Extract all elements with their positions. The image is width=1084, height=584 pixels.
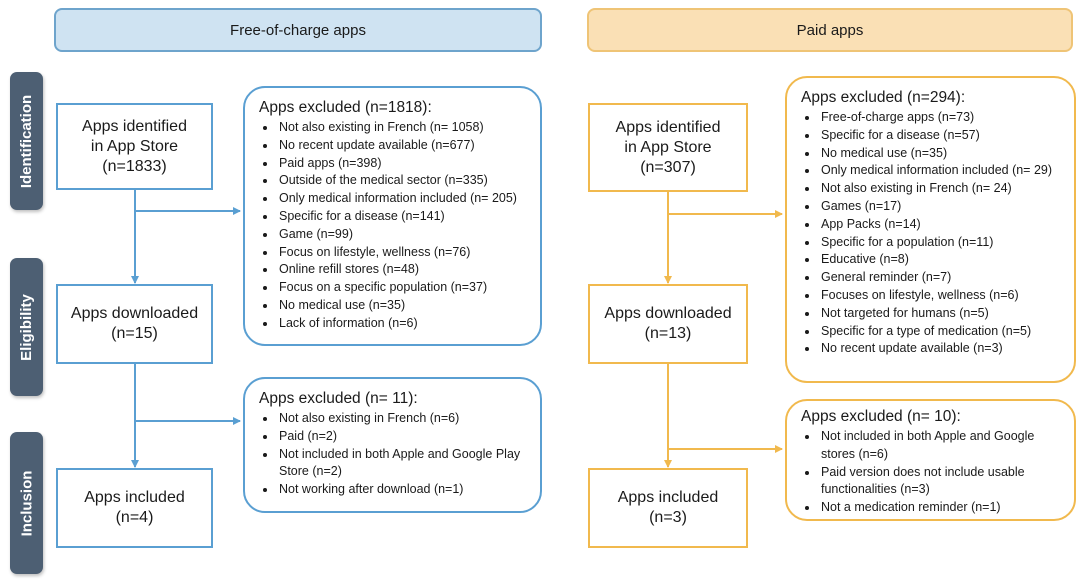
free-downloaded-line1: Apps downloaded	[70, 305, 199, 322]
free-downloaded-box: Apps downloaded (n=15)	[56, 284, 213, 364]
list-item: Paid apps (n=398)	[277, 155, 528, 173]
list-item: App Packs (n=14)	[819, 216, 1062, 234]
list-item: Games (n=17)	[819, 198, 1062, 216]
free-downloaded-count: (n=15)	[111, 325, 158, 342]
free-excluded2-list: Not also existing in French (n=6) Paid (…	[259, 410, 528, 499]
free-excluded-eligibility-box: Apps excluded (n= 11): Not also existing…	[243, 377, 542, 513]
paid-identified-line2: in App Store	[624, 138, 712, 156]
phase-eligibility: Eligibility	[10, 258, 43, 396]
list-item: Not also existing in French (n= 1058)	[277, 119, 528, 137]
phase-inclusion: Inclusion	[10, 432, 43, 574]
list-item: General reminder (n=7)	[819, 269, 1062, 287]
paid-included-line1: Apps included	[617, 489, 719, 506]
list-item: Paid (n=2)	[277, 428, 528, 446]
paid-downloaded-count: (n=13)	[644, 325, 692, 342]
list-item: Only medical information included (n= 20…	[277, 190, 528, 208]
list-item: Not also existing in French (n=6)	[277, 410, 528, 428]
free-apps-header-label: Free-of-charge apps	[230, 21, 366, 39]
list-item: Only medical information included (n= 29…	[819, 162, 1062, 180]
paid-excluded-identification-box: Apps excluded (n=294): Free-of-charge ap…	[785, 76, 1076, 383]
free-excluded1-list: Not also existing in French (n= 1058) No…	[259, 119, 528, 333]
free-excluded1-title: Apps excluded (n=1818):	[259, 99, 432, 116]
paid-downloaded-line1: Apps downloaded	[604, 305, 732, 322]
paid-excluded-eligibility-box: Apps excluded (n= 10): Not included in b…	[785, 399, 1076, 521]
list-item: Online refill stores (n=48)	[277, 261, 528, 279]
free-apps-header: Free-of-charge apps	[54, 8, 542, 52]
list-item: Specific for a disease (n=57)	[819, 127, 1062, 145]
free-included-line1: Apps included	[84, 489, 185, 506]
list-item: Lack of information (n=6)	[277, 315, 528, 333]
list-item: No recent update available (n=677)	[277, 137, 528, 155]
list-item: Focuses on lifestyle, wellness (n=6)	[819, 287, 1062, 305]
free-identified-box: Apps identified in App Store (n=1833)	[56, 103, 213, 190]
paid-excluded2-list: Not included in both Apple and Google st…	[801, 428, 1062, 517]
phase-inclusion-label: Inclusion	[18, 470, 35, 536]
paid-included-count: (n=3)	[649, 509, 687, 526]
paid-identified-count: (n=307)	[640, 158, 696, 176]
free-included-box: Apps included (n=4)	[56, 468, 213, 548]
free-identified-line2: in App Store	[90, 137, 179, 155]
free-identified-count: (n=1833)	[102, 157, 167, 175]
paid-excluded2-title: Apps excluded (n= 10):	[801, 408, 961, 425]
list-item: Free-of-charge apps (n=73)	[819, 109, 1062, 127]
list-item: Game (n=99)	[277, 226, 528, 244]
free-included-count: (n=4)	[115, 509, 154, 526]
paid-apps-header-label: Paid apps	[796, 21, 864, 39]
list-item: Educative (n=8)	[819, 251, 1062, 269]
list-item: Not targeted for humans (n=5)	[819, 305, 1062, 323]
list-item: Not a medication reminder (n=1)	[819, 499, 1062, 517]
paid-excluded1-list: Free-of-charge apps (n=73) Specific for …	[801, 109, 1062, 358]
list-item: Focus on a specific population (n=37)	[277, 279, 528, 297]
paid-included-box: Apps included (n=3)	[588, 468, 748, 548]
free-excluded-identification-box: Apps excluded (n=1818): Not also existin…	[243, 86, 542, 346]
list-item: Not included in both Apple and Google Pl…	[277, 446, 528, 482]
paid-identified-line1: Apps identified	[615, 118, 721, 136]
paid-downloaded-box: Apps downloaded (n=13)	[588, 284, 748, 364]
list-item: Specific for a population (n=11)	[819, 234, 1062, 252]
free-identified-line1: Apps identified	[82, 117, 187, 135]
list-item: Focus on lifestyle, wellness (n=76)	[277, 244, 528, 262]
list-item: Not also existing in French (n= 24)	[819, 180, 1062, 198]
free-excluded2-title: Apps excluded (n= 11):	[259, 390, 418, 407]
list-item: Not working after download (n=1)	[277, 481, 528, 499]
list-item: Specific for a type of medication (n=5)	[819, 323, 1062, 341]
phase-eligibility-label: Eligibility	[18, 293, 35, 361]
list-item: No recent update available (n=3)	[819, 340, 1062, 358]
paid-identified-box: Apps identified in App Store (n=307)	[588, 103, 748, 192]
paid-excluded1-title: Apps excluded (n=294):	[801, 89, 966, 106]
list-item: No medical use (n=35)	[819, 145, 1062, 163]
list-item: Outside of the medical sector (n=335)	[277, 172, 528, 190]
paid-apps-header: Paid apps	[587, 8, 1073, 52]
phase-identification: Identification	[10, 72, 43, 210]
list-item: Not included in both Apple and Google st…	[819, 428, 1062, 464]
phase-identification-label: Identification	[18, 94, 35, 188]
list-item: No medical use (n=35)	[277, 297, 528, 315]
list-item: Specific for a disease (n=141)	[277, 208, 528, 226]
list-item: Paid version does not include usable fun…	[819, 464, 1062, 500]
